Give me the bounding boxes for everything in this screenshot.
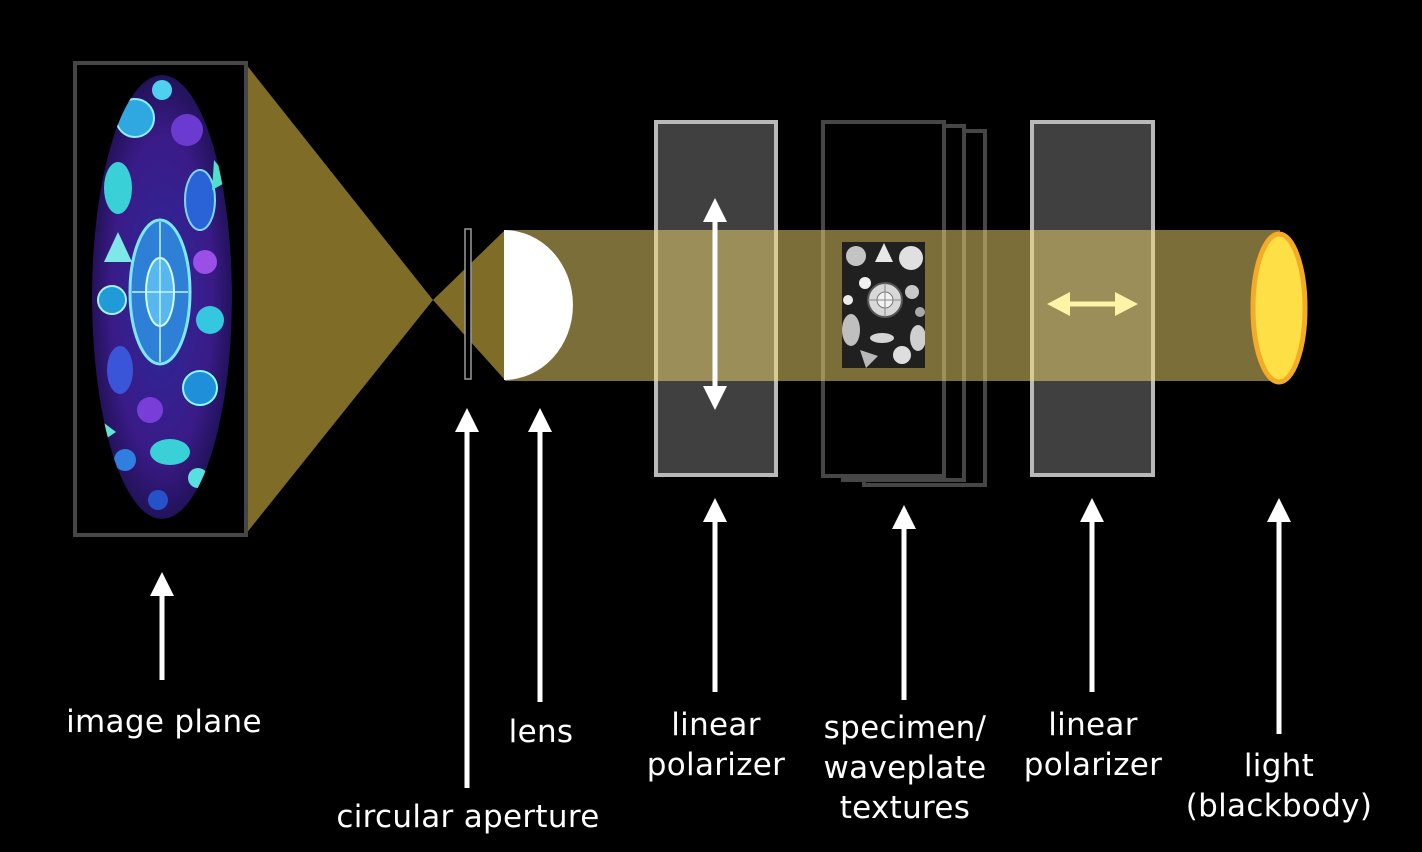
image-plane-label: image plane (66, 704, 262, 740)
lens-label: lens (508, 714, 574, 750)
lens-shape (504, 230, 573, 380)
aperture-pointer-arrowhead (455, 408, 479, 432)
specimen-pointer-arrowhead (892, 505, 916, 529)
polarizer-2-pointer-arrowhead (1080, 498, 1104, 522)
specimen-label: specimen/ waveplate textures (824, 708, 987, 828)
light-pointer-arrowhead (1267, 498, 1291, 522)
light-label-line1: light (1243, 748, 1315, 784)
linear-polarizer-2-label: linear polarizer (1024, 705, 1162, 785)
image-plane-pointer-arrowhead (150, 572, 174, 596)
horizontal-polarization-arrowhead-right (1115, 292, 1138, 316)
circular-aperture-shape (464, 228, 472, 380)
diatom-mosaic-icon (92, 75, 232, 519)
specimen-label-line3: textures (839, 790, 971, 826)
horizontal-polarization-arrowhead-left (1047, 292, 1070, 316)
linear-polarizer-1-label-line2: polarizer (646, 747, 786, 783)
lens-pointer-arrowhead (528, 408, 552, 432)
vertical-polarization-arrowhead-bottom (703, 386, 727, 410)
light-cone-converging (245, 63, 433, 535)
diatom-texture-icon (842, 242, 925, 368)
vertical-polarization-arrowhead-top (703, 198, 727, 222)
linear-polarizer-1-label: linear polarizer (647, 705, 785, 785)
light-label-line2: (blackbody) (1185, 788, 1373, 824)
linear-polarizer-1-label-line1: linear (671, 707, 761, 743)
circular-aperture-label: circular aperture (336, 799, 600, 835)
specimen-label-line2: waveplate (823, 750, 987, 786)
specimen-label-line1: specimen/ (823, 710, 987, 746)
light-source-shape (1250, 231, 1308, 385)
linear-polarizer-2-label-line2: polarizer (1023, 747, 1163, 783)
light-label: light (blackbody) (1186, 746, 1372, 826)
polarizer-1-pointer-arrowhead (703, 498, 727, 522)
linear-polarizer-2-label-line1: linear (1048, 707, 1138, 743)
